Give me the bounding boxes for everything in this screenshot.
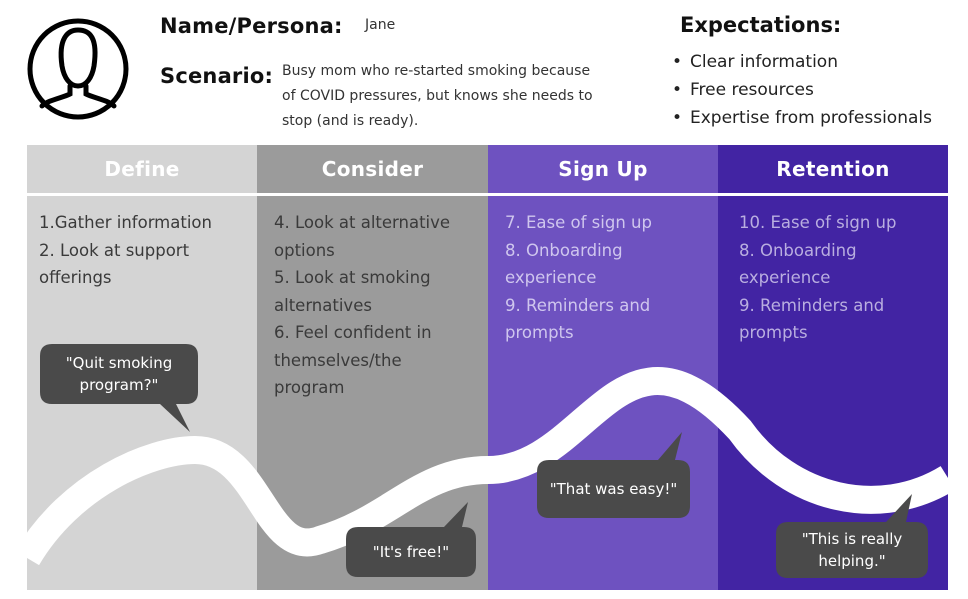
stage-steps: 10. Ease of sign up 8. Onboarding experi… <box>739 209 896 347</box>
speech-bubble-3 <box>537 432 690 518</box>
step-line: 4. Look at alternative <box>274 213 451 232</box>
stage-title: Sign Up <box>558 157 648 181</box>
expectation-item: Free resources <box>670 76 932 104</box>
step-line: 10. Ease of sign up <box>739 213 897 232</box>
quote-line: program?" <box>79 376 159 394</box>
scenario-line: Busy mom who re-started smoking because <box>282 63 591 79</box>
stage-divider <box>257 193 488 196</box>
quote-line: helping." <box>818 552 886 570</box>
persona-name: Jane <box>365 17 396 33</box>
expectations-list: Clear information Free resources Experti… <box>670 48 932 132</box>
step-line: prompts <box>739 323 808 342</box>
stage-steps: 1.Gather information 2. Look at support … <box>39 209 212 292</box>
step-line: 6. Feel confident in <box>274 323 432 342</box>
scenario-label: Scenario: <box>160 64 274 88</box>
persona-label: Name/Persona: <box>160 14 343 38</box>
stage-steps: 7. Ease of sign up 8. Onboarding experie… <box>505 209 652 347</box>
step-line: 2. Look at support <box>39 240 190 260</box>
step-line: offerings <box>39 268 112 287</box>
stage-divider <box>718 193 948 196</box>
step-line: options <box>274 240 335 260</box>
speech-bubble-2 <box>346 502 476 577</box>
speech-bubble-4 <box>776 494 928 578</box>
stage-title: Define <box>104 157 180 181</box>
step-line: 8. Onboarding <box>505 240 623 260</box>
step-line: 7. Ease of sign up <box>505 213 652 232</box>
quote-that-was-easy: "That was easy!" <box>549 480 678 498</box>
step-line: experience <box>739 268 831 287</box>
stage-title: Retention <box>776 157 890 181</box>
stage-divider <box>27 193 257 196</box>
expectation-item: Clear information <box>670 48 932 76</box>
step-line: program <box>274 378 345 397</box>
speech-bubble-1 <box>40 344 198 432</box>
persona-avatar-icon <box>27 18 129 120</box>
scenario-line: stop (and is ready). <box>282 113 419 129</box>
quote-its-free: "It's free!" <box>372 543 450 561</box>
step-line: 9. Reminders and <box>739 295 885 315</box>
step-line: 5. Look at smoking <box>274 268 431 287</box>
step-line: prompts <box>505 323 574 342</box>
step-line: themselves/the <box>274 350 402 370</box>
stage-steps: 4. Look at alternative options 5. Look a… <box>274 209 450 402</box>
step-line: 9. Reminders and <box>505 295 651 315</box>
expectations-title: Expectations: <box>680 13 842 37</box>
quote-really-helping: "This is really helping." <box>776 522 928 578</box>
scenario-text: Busy mom who re-started smoking because … <box>282 59 593 134</box>
stage-divider <box>488 193 718 196</box>
journey-curve-line <box>14 367 956 566</box>
step-line: experience <box>505 268 597 287</box>
step-line: alternatives <box>274 295 372 315</box>
step-line: 8. Onboarding <box>739 240 857 260</box>
stage-retention: Retention 10. Ease of sign up 8. Onboard… <box>718 145 948 590</box>
quote-quit-smoking: "Quit smoking program?" <box>40 344 198 404</box>
quote-line: "This is really <box>801 530 903 548</box>
expectation-item: Expertise from professionals <box>670 104 932 132</box>
quote-line: "Quit smoking <box>65 354 173 372</box>
scenario-line: of COVID pressures, but knows she needs … <box>282 88 593 104</box>
step-line: 1.Gather information <box>39 213 212 232</box>
stage-title: Consider <box>321 157 424 181</box>
